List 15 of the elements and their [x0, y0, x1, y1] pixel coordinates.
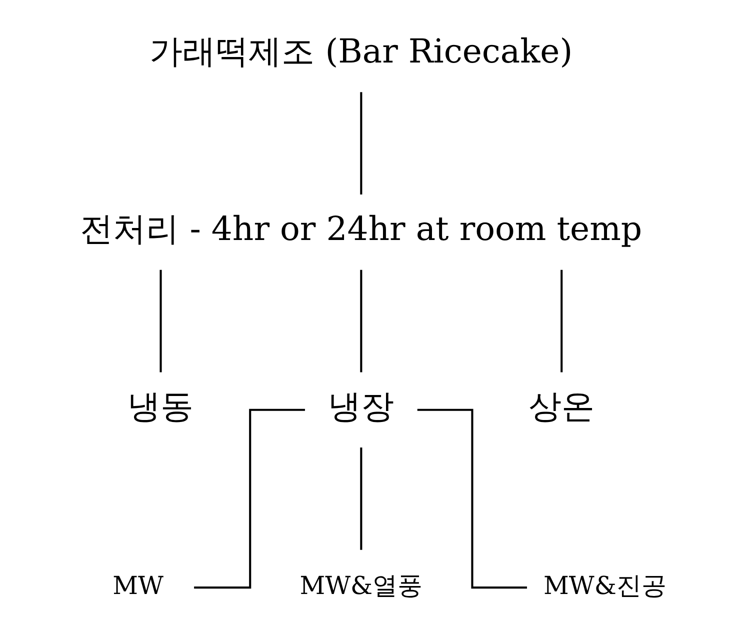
node-text: 냉장 [328, 386, 394, 426]
node-text: MW&열풍 [300, 570, 423, 600]
node-text: MW&진공 [544, 570, 666, 600]
connector [360, 269, 362, 372]
node-text: 전처리 - 4hr or 24hr at room temp [80, 208, 642, 248]
connector [160, 269, 162, 372]
connector [360, 92, 362, 194]
connector [417, 408, 527, 588]
node-text: 냉동 [128, 386, 194, 426]
node-text: 가래떡제조 (Bar Ricecake) [150, 30, 573, 70]
connector [194, 408, 305, 588]
node-text: MW [112, 570, 164, 600]
node-text: 상온 [528, 386, 595, 426]
connector [360, 447, 362, 550]
connector [560, 269, 563, 372]
